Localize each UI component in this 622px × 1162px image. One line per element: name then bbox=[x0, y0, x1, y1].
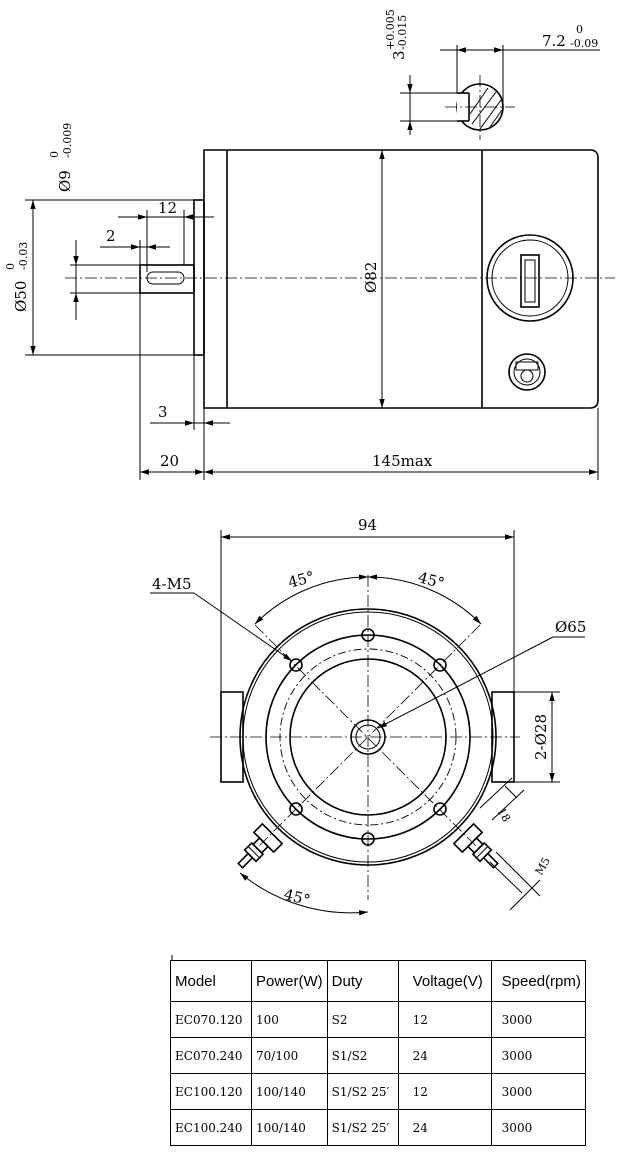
shaft-dia-tol-bottom: -0.009 bbox=[61, 123, 74, 158]
key-width-tol-top: +0.005 bbox=[384, 9, 397, 50]
body-length-dim: 145max bbox=[372, 452, 433, 470]
table-row: EC100.240 100/140 S1/S2 25′ 24 3000 bbox=[170, 1109, 586, 1146]
key-width-tol-bottom: -0.015 bbox=[396, 15, 409, 50]
table-row: EC070.120 100 S2 12 3000 bbox=[170, 1001, 586, 1038]
cell-model: EC070.120 bbox=[170, 1001, 252, 1038]
cell-speed: 3000 bbox=[490, 1073, 586, 1110]
bolt-circle-label: Ø65 bbox=[555, 618, 586, 636]
cell-speed: 3000 bbox=[490, 1037, 586, 1074]
header-speed: Speed(rpm) bbox=[490, 960, 586, 1002]
keyway-section: 7.2 0 -0.09 3 +0.005 -0.015 bbox=[384, 9, 600, 140]
cell-voltage: 12 bbox=[397, 1001, 492, 1038]
angle-left-dim: 45° bbox=[286, 568, 316, 592]
key-length-dim: 12 bbox=[158, 199, 177, 217]
pilot-dia-tol-bottom: -0.03 bbox=[17, 242, 30, 270]
cell-voltage: 12 bbox=[397, 1073, 492, 1110]
cell-model: EC100.240 bbox=[170, 1109, 252, 1146]
cell-power: 100 bbox=[251, 1001, 328, 1038]
angle-right-dim: 45° bbox=[416, 568, 446, 592]
cell-power: 100/140 bbox=[251, 1109, 328, 1146]
shaft-length-dim: 20 bbox=[160, 452, 179, 470]
pilot-length-dim: 3 bbox=[158, 403, 168, 421]
terminal-width-dim: 2-Ø28 bbox=[532, 714, 550, 760]
spec-table-header: Model Power(W) Duty Voltage(V) Speed(rpm… bbox=[170, 960, 586, 1002]
shaft-dia-dim: Ø9 bbox=[56, 170, 74, 192]
pilot-dia-tol-top: 0 bbox=[4, 263, 17, 270]
cell-voltage: 24 bbox=[397, 1109, 492, 1146]
cell-duty: S1/S2 bbox=[326, 1037, 399, 1074]
cell-duty: S1/S2 25′ bbox=[326, 1109, 399, 1146]
cell-speed: 3000 bbox=[490, 1109, 586, 1146]
flange-width-dim: 94 bbox=[358, 516, 377, 534]
cell-power: 100/140 bbox=[251, 1073, 328, 1110]
cell-speed: 3000 bbox=[490, 1001, 586, 1038]
header-model: Model bbox=[170, 960, 252, 1002]
pilot-dia-dim: Ø50 bbox=[12, 281, 30, 312]
cell-voltage: 24 bbox=[397, 1037, 492, 1074]
key-depth-tol-bottom: -0.09 bbox=[570, 37, 598, 50]
cell-duty: S1/S2 25′ bbox=[326, 1073, 399, 1110]
spec-table: Model Power(W) Duty Voltage(V) Speed(rpm… bbox=[170, 960, 586, 1146]
key-depth-dim: 7.2 bbox=[542, 32, 566, 50]
header-duty: Duty bbox=[326, 960, 399, 1002]
terminal-offset-dim: 18 bbox=[495, 806, 513, 825]
cell-model: EC070.240 bbox=[170, 1037, 252, 1074]
key-offset-dim: 2 bbox=[106, 227, 116, 245]
table-row: EC070.240 70/100 S1/S2 24 3000 bbox=[170, 1037, 586, 1074]
front-view: 94 45° 45° 45° 4-M5 Ø65 2-Ø28 18 M5 bbox=[150, 516, 586, 916]
cell-power: 70/100 bbox=[251, 1037, 328, 1074]
header-power: Power(W) bbox=[251, 960, 328, 1002]
cell-duty: S2 bbox=[326, 1001, 399, 1038]
side-view: Ø82 Ø50 0 -0.03 Ø9 0 -0.009 12 bbox=[4, 123, 615, 480]
shaft-dia-tol-top: 0 bbox=[48, 151, 61, 158]
body-dia-dim: Ø82 bbox=[362, 262, 380, 293]
angle-bottom-dim: 45° bbox=[282, 885, 312, 909]
cell-model: EC100.120 bbox=[170, 1073, 252, 1110]
key-width-dim: 3 bbox=[390, 50, 408, 60]
mount-holes-label: 4-M5 bbox=[152, 575, 192, 593]
header-voltage: Voltage(V) bbox=[397, 960, 492, 1002]
table-row: EC100.120 100/140 S1/S2 25′ 12 3000 bbox=[170, 1073, 586, 1110]
terminal-thread-dim: M5 bbox=[533, 855, 553, 877]
key-depth-tol-top: 0 bbox=[576, 23, 583, 36]
